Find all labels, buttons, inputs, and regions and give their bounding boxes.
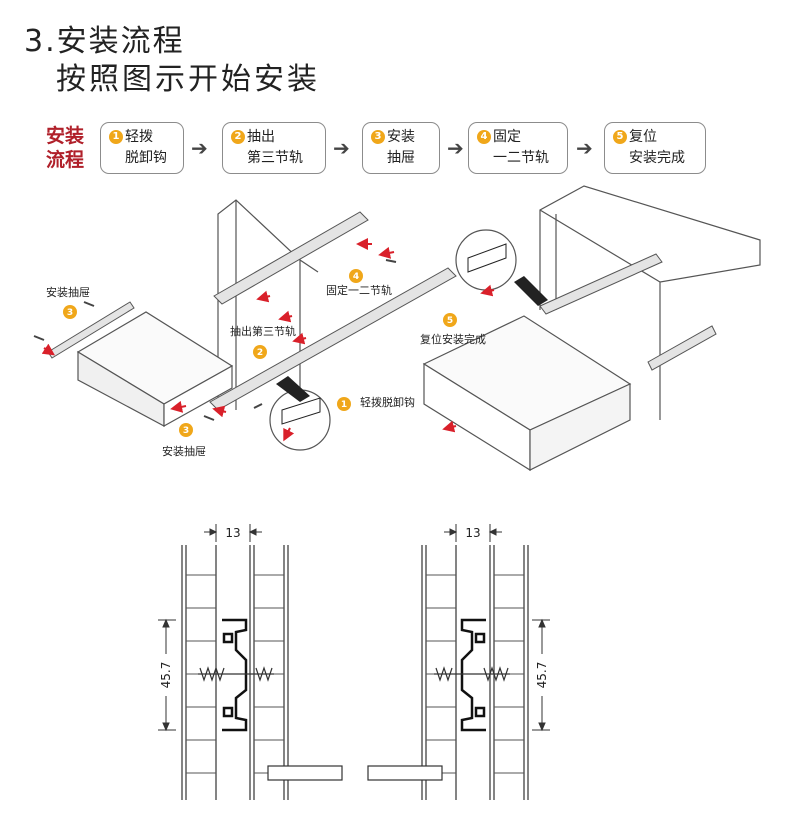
- flow-label-line1: 安装: [46, 125, 85, 147]
- step-badge: 4: [477, 130, 491, 144]
- step-3-line2: 抽屉: [387, 150, 415, 166]
- step-4-line2: 一二节轨: [493, 150, 549, 166]
- step-2-line2: 第三节轨: [247, 150, 303, 166]
- label-install-drawer: 安装抽屉: [46, 285, 90, 299]
- flow-arrow-icon: ➔: [447, 136, 464, 160]
- drawer-panel-right: [367, 765, 443, 781]
- step-1-line2: 脱卸钩: [125, 150, 167, 166]
- badge-number: 1: [341, 400, 347, 410]
- height-value-left: 45.7: [159, 662, 173, 689]
- step-5-line1: 复位: [629, 129, 657, 145]
- step-3-line1: 安装: [387, 129, 415, 145]
- drawer-panel-left: [267, 765, 343, 781]
- screw-left-icon: [198, 666, 274, 682]
- width-value-left: 13: [225, 526, 240, 540]
- badge-number: 4: [353, 272, 359, 282]
- label-fix-rails: 固定一二节轨: [326, 283, 392, 297]
- flow-arrow-icon: ➔: [576, 136, 593, 160]
- height-dimension-left: [158, 618, 176, 732]
- label-release-hook: 轻拨脱卸钩: [360, 395, 415, 409]
- step-2-box: 2 抽出 第三节轨: [222, 122, 326, 174]
- section-subtitle: 按照图示开始安装: [56, 62, 320, 97]
- step-1-line1: 轻拨: [125, 129, 153, 145]
- rail-profile-left: [222, 618, 248, 732]
- width-value-right: 13: [465, 526, 480, 540]
- step-badge: 1: [109, 130, 123, 144]
- step-4-box: 4 固定 一二节轨: [468, 122, 568, 174]
- step-badge: 2: [231, 130, 245, 144]
- cabinet-left: [217, 199, 319, 440]
- step-badge: 3: [371, 130, 385, 144]
- step-4-line1: 固定: [493, 129, 521, 145]
- step-badge: 5: [613, 130, 627, 144]
- left-cabinet-panel: [181, 545, 289, 800]
- badge-number: 3: [67, 308, 73, 318]
- step-5-box: 5 复位 安装完成: [604, 122, 706, 174]
- height-value-right: 45.7: [535, 662, 549, 689]
- height-dimension-right: [532, 618, 550, 732]
- installation-illustration: 安装抽屉 安装抽屉 抽出第三节轨 固定一二节轨 复位安装完成 轻拨脱卸钩 3 3…: [33, 185, 761, 472]
- step-2-line1: 抽出: [247, 129, 275, 145]
- step-5-line2: 安装完成: [629, 150, 685, 166]
- badge-number: 3: [183, 426, 189, 436]
- slide-rail: [47, 211, 717, 411]
- section-title: 3.安装流程: [24, 24, 185, 59]
- label-install-drawer: 安装抽屉: [162, 444, 206, 458]
- width-dimension-right: [444, 524, 502, 542]
- rail-profile-right: [460, 618, 486, 732]
- callout-pointer: [514, 276, 548, 306]
- label-pull-third-rail: 抽出第三节轨: [230, 324, 296, 338]
- label-reset-done: 复位安装完成: [420, 332, 486, 346]
- step-1-box: 1 轻拨 脱卸钩: [100, 122, 184, 174]
- flow-label-line2: 流程: [46, 149, 85, 171]
- flow-arrow-icon: ➔: [333, 136, 350, 160]
- flow-label: 安装 流程: [46, 124, 88, 172]
- badge-number: 2: [257, 348, 263, 358]
- drawer-right: [422, 315, 632, 472]
- callout-pointer: [276, 376, 310, 402]
- step-badge: [63, 269, 457, 437]
- badge-number: 5: [447, 316, 453, 326]
- direction-arrow-icon: [41, 238, 495, 442]
- screw-right-icon: [434, 666, 510, 682]
- screw-icon: [33, 259, 397, 421]
- flow-arrow-icon: ➔: [191, 136, 208, 160]
- cross-section-drawing: 13 13 45.7 45.7: [158, 524, 550, 800]
- step-3-box: 3 安装 抽屉: [362, 122, 440, 174]
- drawer-left: [76, 311, 234, 428]
- width-dimension-left: [204, 524, 262, 542]
